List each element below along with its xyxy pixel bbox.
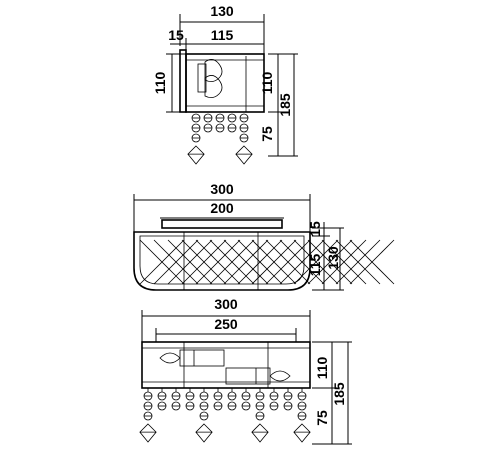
top-dim-outer-label: 300: [210, 181, 234, 197]
side-dim-body-right-label: 110: [259, 71, 275, 94]
front-bulb-right: [225, 367, 291, 385]
top-dim-depth-label: 115: [307, 253, 323, 276]
crystal-drop: [293, 423, 311, 443]
front-dim-body-label: 110: [314, 356, 330, 379]
top-dim-plate-label: 200: [210, 200, 234, 216]
front-crystals: [139, 388, 311, 443]
top-view: 300 200 15 115 130: [133, 181, 395, 291]
top-wall-plate: [161, 219, 283, 229]
front-view: 300 250 110 75 185: [139, 296, 352, 445]
side-dim-offset-label: 15: [168, 27, 184, 43]
front-bulb-left: [159, 349, 225, 367]
front-dim-total-label: 185: [331, 382, 347, 406]
front-dim-drop-label: 75: [314, 410, 330, 426]
side-dim-inner-label: 115: [211, 27, 234, 43]
front-body: [141, 341, 311, 389]
top-dim-total-label: 130: [325, 246, 341, 270]
crystal-drop: [251, 423, 269, 443]
top-dim-offset-label: 15: [307, 221, 323, 237]
front-dim-outer-label: 300: [214, 296, 238, 312]
side-bulbs: [197, 59, 223, 98]
crystal-drop: [235, 145, 253, 165]
crystal-drop: [187, 145, 205, 165]
side-view: 130 15 115 110 110 75 185: [152, 3, 298, 165]
side-dim-width-label: 130: [210, 3, 234, 19]
crystal-drop: [195, 423, 213, 443]
side-crystals: [187, 113, 253, 165]
side-body: [185, 53, 265, 113]
front-dim-inner-label: 250: [214, 316, 238, 332]
top-body: [133, 231, 311, 291]
top-lattice: [139, 239, 395, 285]
side-wall-plate: [179, 49, 187, 113]
crystal-drop: [139, 423, 157, 443]
side-dim-body-left-label: 110: [152, 71, 168, 94]
side-dim-total-label: 185: [277, 93, 293, 117]
side-dim-drop-label: 75: [259, 126, 275, 142]
